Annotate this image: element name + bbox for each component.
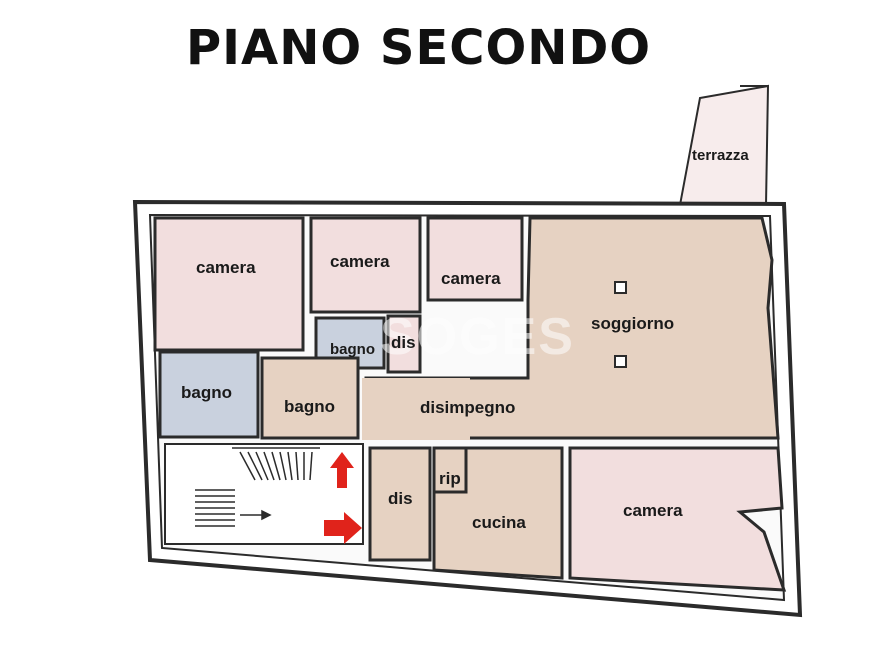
label-bagno-small: bagno [330,341,375,358]
up-arrow-icon [330,452,354,488]
label-rip: rip [439,469,461,488]
room-cucina [432,446,564,580]
room-camera-top-left [153,216,305,352]
room-bagno-mid [260,356,360,440]
label-camera-top-mid: camera [330,252,390,271]
label-camera-top-left: camera [196,258,256,277]
room-dis-top [386,314,422,374]
label-soggiorno: soggiorno [591,314,674,333]
right-arrow-icon [324,512,362,544]
page-title: PIANO SECONDO [186,20,652,76]
column-marker [614,281,627,294]
room-bagno-small [314,316,386,370]
label-camera-bottom-right: camera [623,501,683,520]
label-dis-top: dis [391,333,416,352]
label-dis-bottom: dis [388,489,413,508]
room-camera-bottom-right [568,446,787,592]
room-camera-top-right [426,216,524,302]
room-disimpegno-hall [362,378,470,440]
label-disimpegno: disimpegno [420,398,515,417]
label-bagno-left: bagno [181,383,232,402]
terrazza-area [678,84,770,206]
room-camera-top-mid [309,216,422,314]
watermark: SOGES [380,308,575,366]
room-dis-bottom [368,446,432,562]
room-bagno-left [158,350,260,439]
label-cucina: cucina [472,513,526,532]
label-camera-top-right: camera [441,269,501,288]
label-bagno-mid: bagno [284,397,335,416]
column-marker [614,355,627,368]
label-terrazza: terrazza [692,147,749,164]
